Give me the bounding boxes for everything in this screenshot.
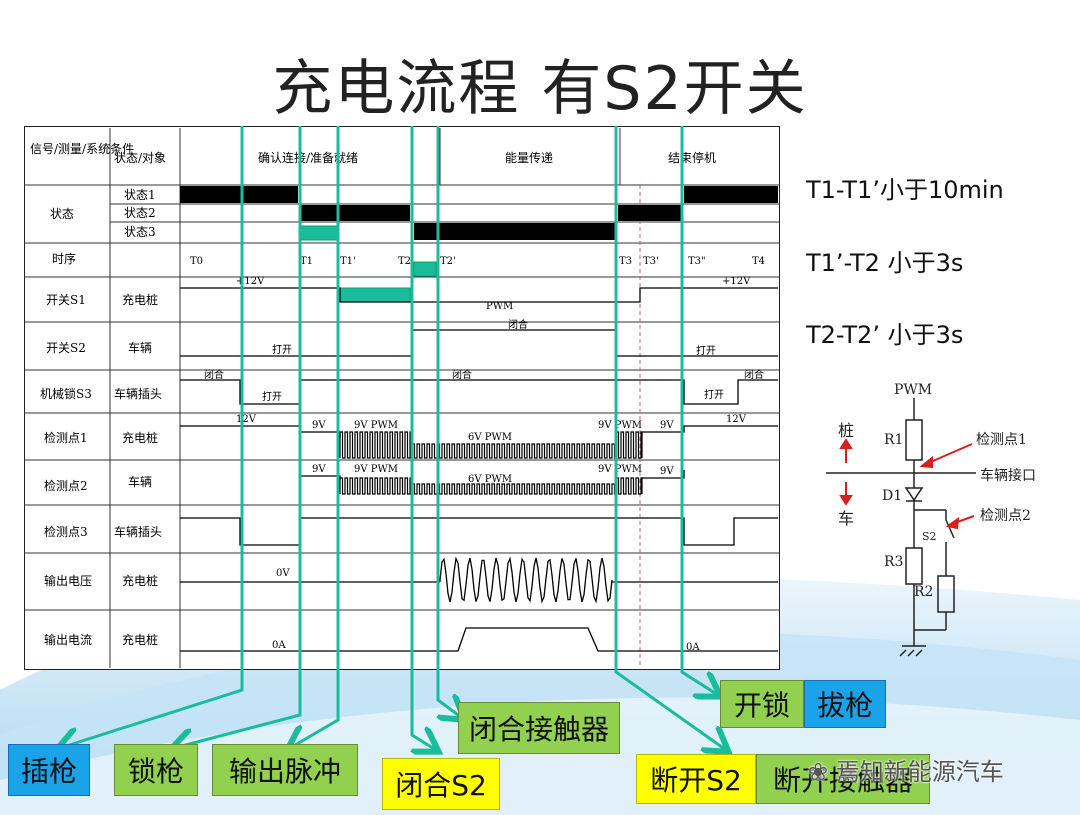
output-pulse-button[interactable]: 输出脉冲 <box>212 744 358 796</box>
header-phase-3: 结束停机 <box>668 150 716 165</box>
svg-text:打开: 打开 <box>262 390 282 403</box>
svg-text:T3: T3 <box>619 256 632 267</box>
header-phase-2: 能量传递 <box>505 150 553 165</box>
unlock-button[interactable]: 开锁 <box>720 680 804 728</box>
row-labels: 状态 时序 开关S1 充电桩 开关S2 车辆 机械锁S3 车辆插头 检测点1 充… <box>40 188 162 647</box>
page-title: 充电流程 有S2开关 <box>272 54 808 124</box>
svg-text:+12V: +12V <box>722 276 751 287</box>
svg-text:9V PWM: 9V PWM <box>598 464 642 475</box>
svg-text:闭合: 闭合 <box>452 368 472 381</box>
header-signal: 信号/测量/系统条件 <box>30 142 134 156</box>
waveforms <box>180 287 778 652</box>
row-object-s3: 车辆插头 <box>114 386 162 401</box>
svg-text:桩: 桩 <box>838 421 854 440</box>
svg-text:T2: T2 <box>398 256 411 267</box>
svg-text:T3": T3" <box>688 256 706 267</box>
svg-text:9V: 9V <box>660 420 674 431</box>
insert-gun-button[interactable]: 插枪 <box>8 744 90 796</box>
row-object-s2: 车辆 <box>128 340 152 355</box>
watermark: ❀ 焉知新能源汽车 <box>808 758 1004 786</box>
row-object-vout: 充电桩 <box>122 573 158 588</box>
note-t1p-t2: T1’-T2 小于3s <box>806 249 964 277</box>
svg-text:0A: 0A <box>686 642 700 653</box>
row-label-s2: 开关S2 <box>46 341 86 355</box>
note-t2-t2p: T2-T2’ 小于3s <box>806 321 964 349</box>
svg-text:12V: 12V <box>236 414 257 425</box>
header-phase-1: 确认连接/准备就绪 <box>258 150 358 165</box>
det1-pwm <box>339 431 643 459</box>
note-t1-t1p: T1-T1’小于10min <box>806 176 1004 204</box>
open-s2-button[interactable]: 断开S2 <box>636 754 756 804</box>
svg-text:R2: R2 <box>914 584 933 600</box>
svg-text:检测点1: 检测点1 <box>976 432 1027 448</box>
row-object-det2: 车辆 <box>128 474 152 489</box>
svg-text:PWM: PWM <box>486 301 513 312</box>
svg-text:T4: T4 <box>752 256 765 267</box>
svg-text:D1: D1 <box>882 488 902 504</box>
svg-text:T3': T3' <box>643 256 659 267</box>
open-contactor-button[interactable]: 断开接触器 <box>756 754 930 804</box>
time-labels: T0 T1 T1' T2 T2' T3 T3' T3" T4 <box>190 256 765 267</box>
close-s2-button[interactable]: 闭合S2 <box>382 758 500 810</box>
state-bars <box>180 186 778 303</box>
header-object: 状态/对象 <box>114 151 166 165</box>
row-label-vout: 输出电压 <box>44 573 92 588</box>
svg-text:闭合: 闭合 <box>204 368 224 381</box>
svg-text:R3: R3 <box>884 554 903 570</box>
svg-text:6V PWM: 6V PWM <box>468 474 512 485</box>
svg-text:12V: 12V <box>726 414 747 425</box>
unplug-button[interactable]: 拔枪 <box>804 680 886 728</box>
svg-text:9V: 9V <box>312 420 326 431</box>
svg-text:0V: 0V <box>276 568 290 579</box>
state-label-2: 状态2 <box>124 206 156 220</box>
svg-text:打开: 打开 <box>704 388 724 401</box>
svg-text:T1': T1' <box>340 256 356 267</box>
svg-text:9V PWM: 9V PWM <box>354 464 398 475</box>
svg-text:+12V: +12V <box>236 276 265 287</box>
svg-text:6V PWM: 6V PWM <box>468 432 512 443</box>
det2-pwm <box>339 477 643 495</box>
svg-text:闭合: 闭合 <box>744 368 764 381</box>
wechat-icon: ❀ <box>808 758 836 786</box>
row-label-det1: 检测点1 <box>44 430 88 445</box>
svg-text:PWM: PWM <box>894 382 932 398</box>
svg-text:9V PWM: 9V PWM <box>354 420 398 431</box>
wave-labels: +12V +12V PWM 闭合 打开 打开 闭合 闭合 闭合 打开 打开 12… <box>204 276 764 653</box>
row-object-s1: 充电桩 <box>122 292 158 307</box>
svg-text:打开: 打开 <box>272 343 292 356</box>
table-grid <box>24 128 780 668</box>
row-object-iout: 充电桩 <box>122 632 158 647</box>
row-object-det1: 充电桩 <box>122 430 158 445</box>
row-label-timing: 时序 <box>52 251 76 266</box>
circuit-diagram: PWM R1 D1 R3 R2 S2 桩 车 检测点1 车辆接口 检测点2 <box>826 382 1036 657</box>
row-label-state: 状态 <box>50 207 74 221</box>
svg-text:9V PWM: 9V PWM <box>598 420 642 431</box>
svg-text:R1: R1 <box>884 432 903 448</box>
row-object-det3: 车辆插头 <box>114 524 162 539</box>
timing-diagram: 信号/测量/系统条件 状态/对象 确认连接/准备就绪 能量传递 结束停机 状态 … <box>24 126 780 670</box>
svg-text:车: 车 <box>838 509 854 528</box>
row-label-det2: 检测点2 <box>44 478 88 493</box>
svg-text:检测点2: 检测点2 <box>980 508 1031 524</box>
svg-text:T2': T2' <box>440 256 456 267</box>
svg-text:0A: 0A <box>272 640 286 651</box>
lock-gun-button[interactable]: 锁枪 <box>114 744 198 796</box>
row-label-s3: 机械锁S3 <box>40 386 92 401</box>
svg-text:9V: 9V <box>312 464 326 475</box>
row-label-iout: 输出电流 <box>44 632 92 647</box>
state-label-1: 状态1 <box>124 188 156 202</box>
vout-wave <box>439 556 613 604</box>
svg-text:T0: T0 <box>190 256 203 267</box>
svg-text:车辆接口: 车辆接口 <box>980 467 1036 484</box>
svg-text:9V: 9V <box>660 466 674 477</box>
svg-text:闭合: 闭合 <box>508 318 528 331</box>
svg-text:S2: S2 <box>922 530 937 543</box>
row-label-det3: 检测点3 <box>44 524 88 539</box>
row-label-s1: 开关S1 <box>46 293 86 307</box>
svg-text:T1: T1 <box>300 256 313 267</box>
svg-text:打开: 打开 <box>696 344 716 357</box>
state-label-3: 状态3 <box>124 225 156 239</box>
close-contactor-button[interactable]: 闭合接触器 <box>458 702 620 754</box>
